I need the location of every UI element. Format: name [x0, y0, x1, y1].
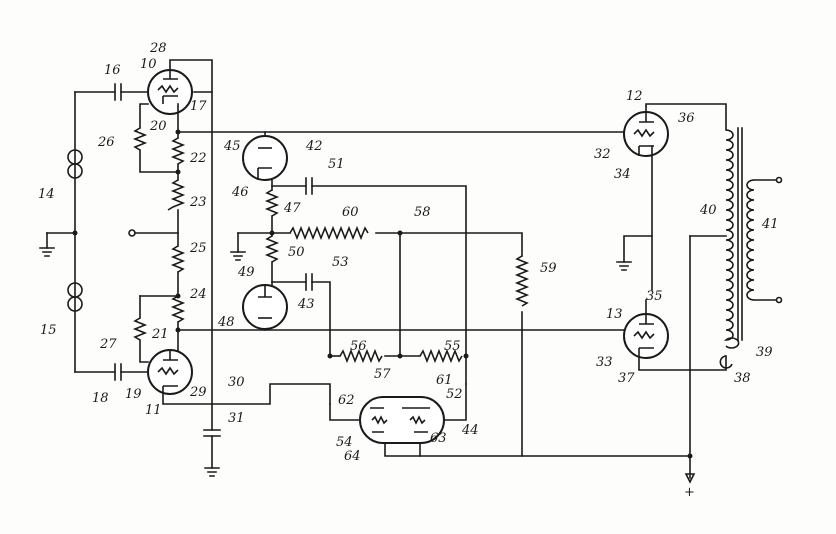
capacitor-51	[271, 177, 467, 385]
label-39: 39	[756, 345, 773, 360]
transformer-primary	[723, 129, 740, 349]
label-23: 23	[189, 195, 207, 210]
label-47: 47	[283, 201, 301, 216]
resistor-27	[132, 295, 179, 363]
label-62: 62	[338, 393, 355, 408]
tube-61	[329, 383, 691, 457]
label-15: 15	[40, 323, 57, 338]
tube-42	[242, 131, 288, 181]
label-33: 33	[596, 355, 613, 370]
label-44: 44	[461, 423, 479, 438]
label-38: 38	[734, 371, 751, 386]
label-34: 34	[614, 167, 631, 182]
reference-numerals: 10 11 12 13 14 15 16 17 18 19 20 21 22 2…	[38, 41, 779, 500]
plate-supply-left	[169, 59, 213, 431]
resistor-56-55	[327, 348, 469, 364]
cathode-chain	[128, 103, 186, 351]
label-36: 36	[678, 111, 695, 126]
label-58: 58	[414, 205, 431, 220]
label-10: 10	[140, 57, 157, 72]
feed-lines	[177, 131, 625, 331]
tube-11	[147, 349, 193, 395]
label-22: 22	[189, 151, 207, 166]
label-11: 11	[145, 403, 162, 418]
label-28: 28	[149, 41, 167, 56]
tube-12	[623, 106, 669, 157]
resistor-26	[132, 103, 179, 173]
tube-43	[242, 284, 288, 331]
label-14: 14	[38, 187, 55, 202]
label-59: 59	[540, 261, 557, 276]
label-61: 61	[436, 373, 453, 388]
capacitor-31	[203, 429, 221, 477]
label-63: 63	[430, 431, 447, 446]
label-17: 17	[190, 99, 207, 114]
label-27: 27	[99, 337, 117, 352]
label-45: 45	[223, 139, 241, 154]
source-15	[67, 282, 83, 312]
label-12: 12	[626, 89, 643, 104]
capacitor-16	[114, 83, 149, 101]
label-32: 32	[594, 147, 611, 162]
label-53: 53	[332, 255, 349, 270]
label-56: 56	[350, 339, 367, 354]
label-25: 25	[189, 241, 207, 256]
label-20: 20	[149, 119, 167, 134]
label-40: 40	[699, 203, 717, 218]
label-64: 64	[344, 449, 361, 464]
label-46: 46	[231, 185, 249, 200]
label-52: 52	[446, 387, 463, 402]
label-37: 37	[618, 371, 635, 386]
source-14	[67, 149, 83, 179]
label-43: 43	[297, 297, 315, 312]
label-26: 26	[97, 135, 115, 150]
transformer-core	[737, 127, 743, 341]
label-41: 41	[761, 217, 779, 232]
label-19: 19	[125, 387, 142, 402]
label-16: 16	[104, 63, 121, 78]
label-60: 60	[342, 205, 359, 220]
label-55: 55	[444, 339, 461, 354]
label-42: 42	[305, 139, 323, 154]
label-51: 51	[328, 157, 345, 172]
label-18: 18	[92, 391, 109, 406]
supply-plus-label: +	[684, 485, 695, 500]
input-bus	[46, 91, 116, 373]
label-57: 57	[374, 367, 391, 382]
label-30: 30	[228, 375, 245, 390]
transformer-secondary	[746, 176, 783, 304]
label-24: 24	[189, 287, 207, 302]
label-29: 29	[189, 385, 207, 400]
capacitor-18	[114, 363, 149, 381]
label-31: 31	[228, 411, 245, 426]
output-wiring	[616, 103, 727, 484]
ground-symbol-left	[39, 232, 55, 257]
label-49: 49	[237, 265, 255, 280]
tap-38	[719, 355, 733, 369]
tube-10	[147, 66, 193, 115]
label-13: 13	[606, 307, 623, 322]
capacitor-53	[271, 273, 331, 357]
plate-11-line	[162, 383, 331, 405]
resistor-60	[271, 225, 523, 357]
label-54: 54	[336, 435, 353, 450]
tube-13	[623, 313, 669, 370]
label-21: 21	[151, 327, 169, 342]
label-48: 48	[217, 315, 235, 330]
label-50: 50	[288, 245, 305, 260]
resistor-59	[514, 255, 530, 457]
label-35: 35	[646, 289, 663, 304]
